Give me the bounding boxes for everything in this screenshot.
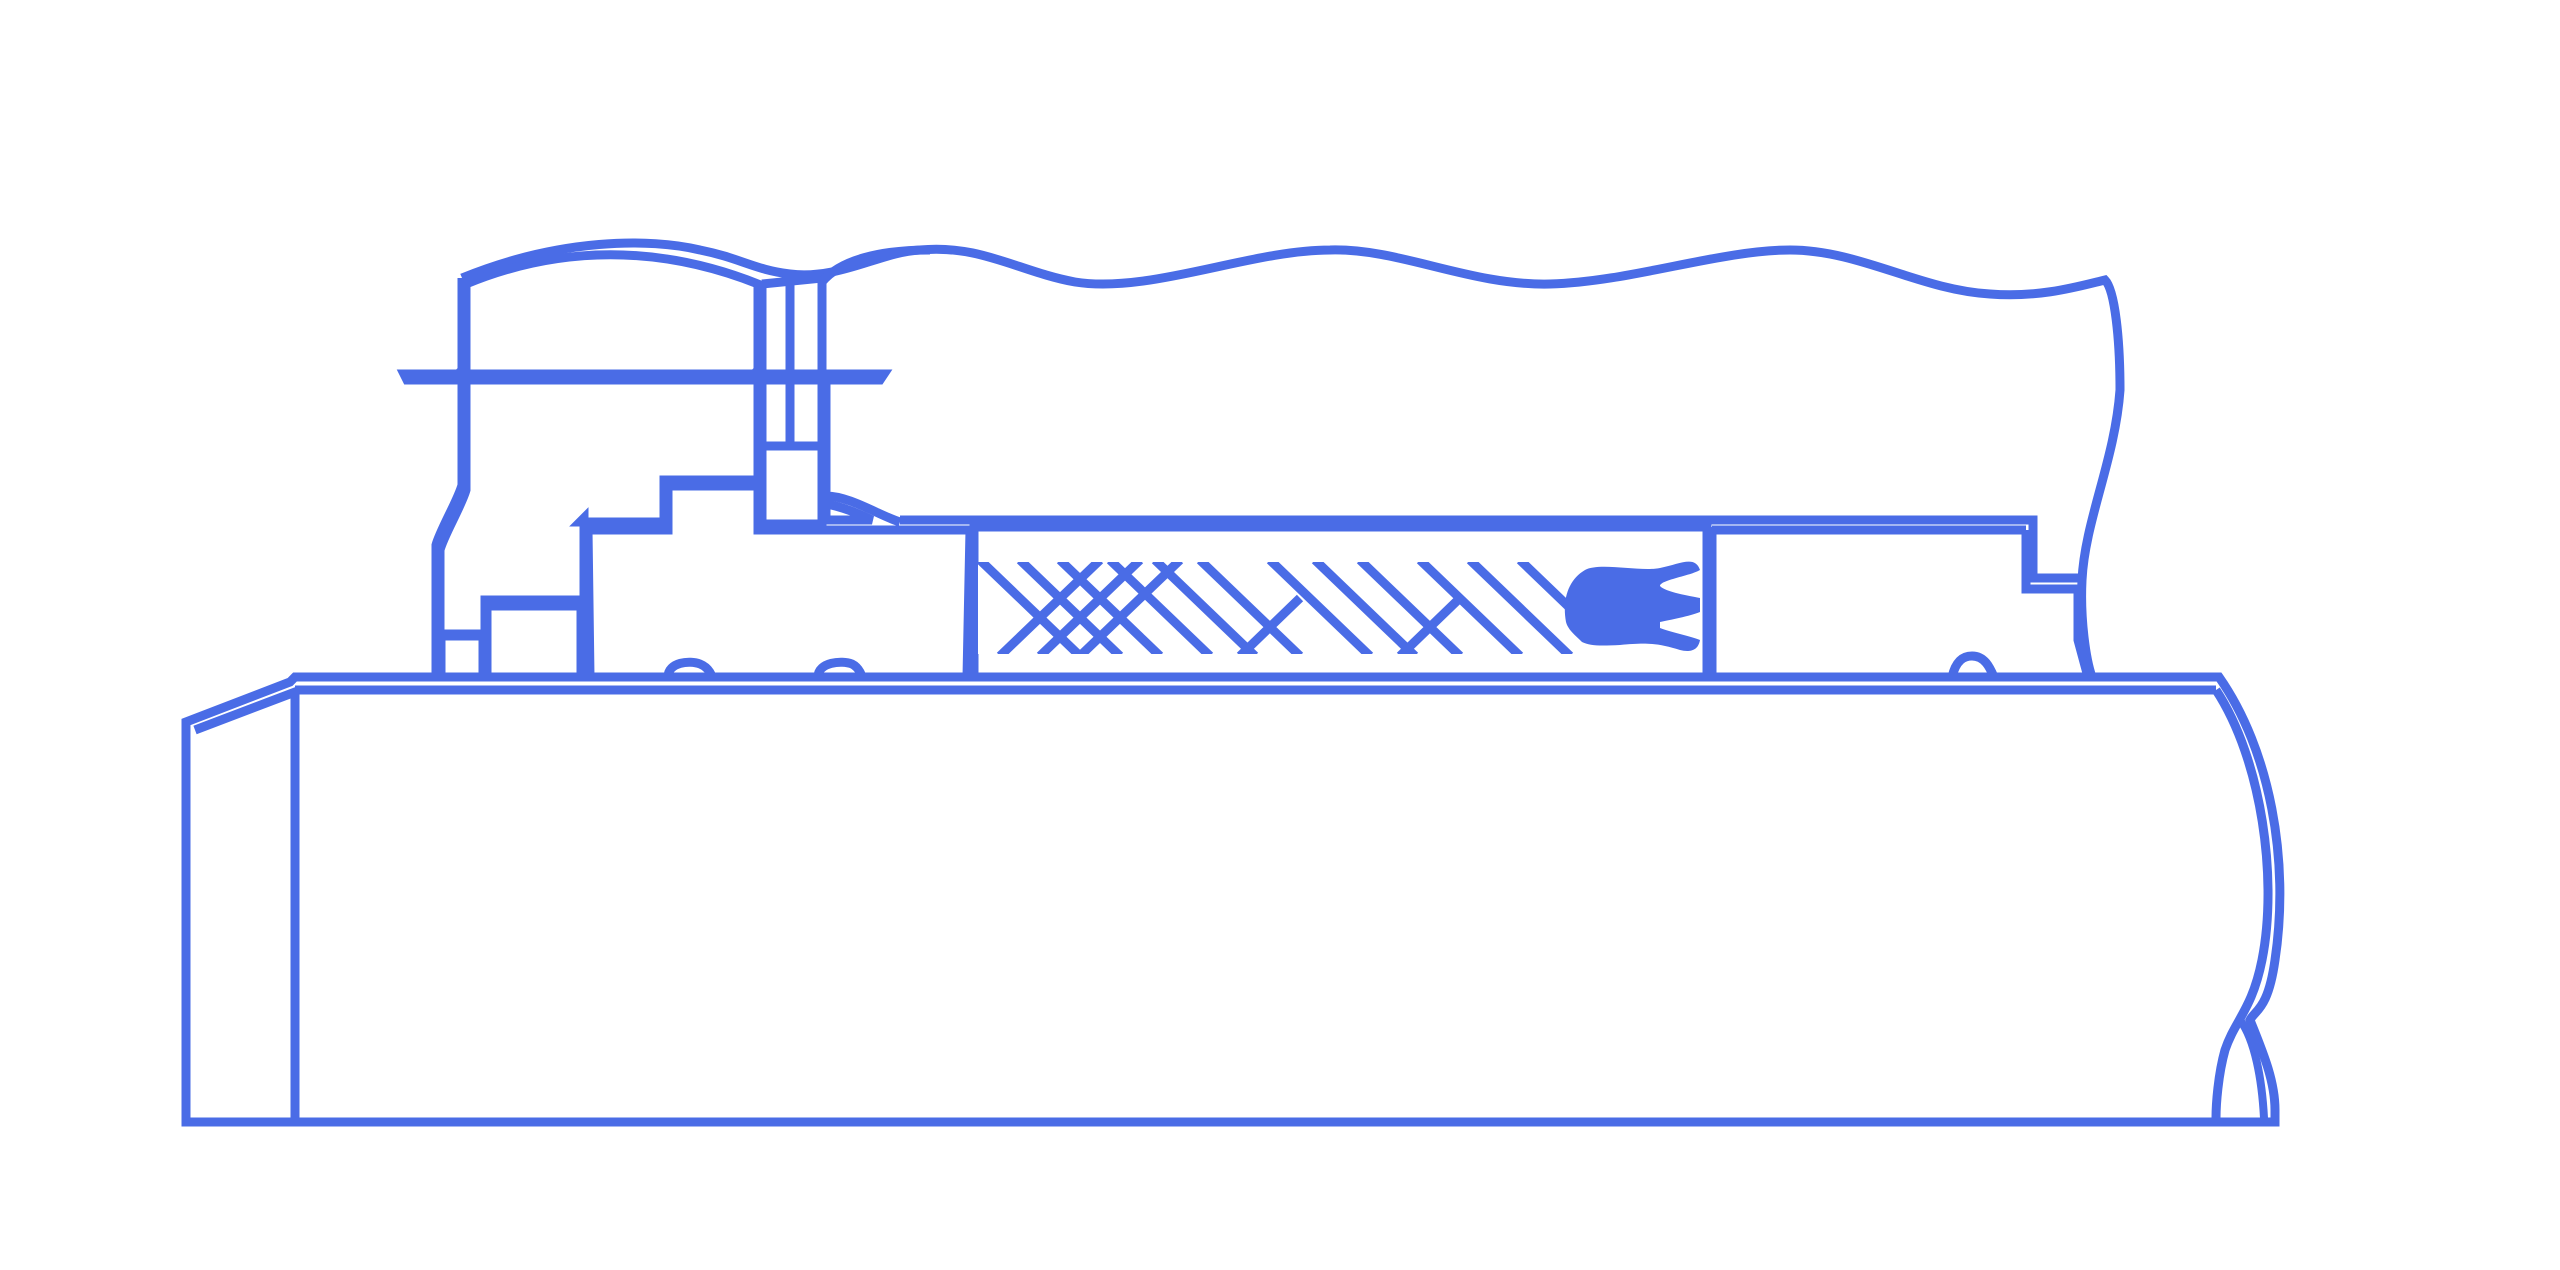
- spring-housing: [969, 522, 2026, 682]
- left-collar: [435, 250, 975, 682]
- seal-face: [1564, 561, 1700, 651]
- retainer: [900, 515, 2093, 679]
- shaft: [181, 672, 2285, 1127]
- spring-coils: [978, 562, 1583, 654]
- set-screw: [757, 245, 931, 529]
